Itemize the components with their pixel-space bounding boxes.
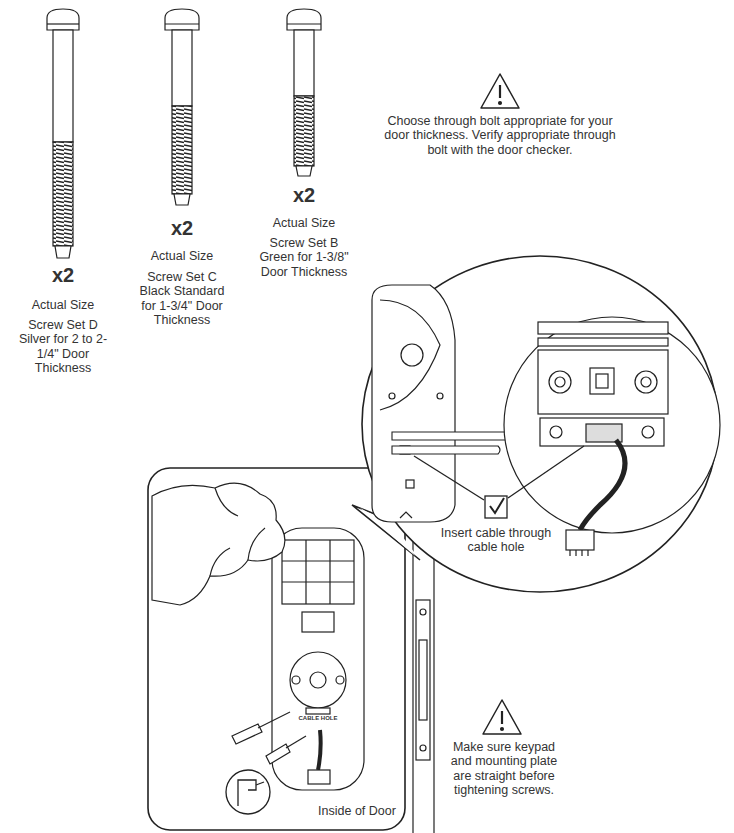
size-note: Actual Size [132,249,232,263]
instruction-note: Insert cable through cable hole [435,526,557,555]
screw-set-label: Screw Set C Black Standard for 1-3/4" Do… [132,270,232,328]
mounting-plate [372,285,455,522]
warning-icon [483,700,521,734]
check-icon [414,446,584,518]
warning-note: Choose through bolt appropriate for your… [380,114,620,157]
hand [152,483,285,605]
tool-icon [226,770,270,814]
screw-b [287,9,321,176]
detail-frame [148,468,405,830]
view-label: Inside of Door [307,804,407,818]
quantity: x2 [152,217,212,240]
latch-detail [504,317,720,556]
size-note: Actual Size [13,298,113,312]
screws [232,712,306,764]
warning-icon [481,74,519,108]
size-note: Actual Size [254,216,354,230]
screw-d [47,9,79,258]
warning-note: Make sure keypad and mounting plate are … [446,740,562,798]
quantity: x2 [274,184,334,207]
screw-c [165,9,199,205]
screw-set-label: Screw Set D Silver for 2 to 2-1/4" Door … [17,318,109,376]
screw-set-label: Screw Set B Green for 1-3/8" Door Thickn… [256,236,352,279]
part-marking: CABLE HOLE [298,715,338,722]
quantity: x2 [33,264,93,287]
